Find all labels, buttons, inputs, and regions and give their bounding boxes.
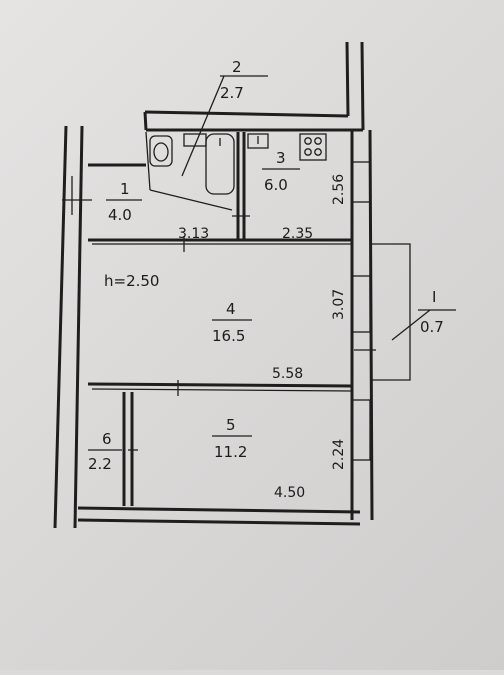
svg-text:1: 1 <box>120 180 130 198</box>
svg-text:2: 2 <box>232 58 242 76</box>
balcony-label: I 0.7 <box>418 288 456 336</box>
ceiling-height-label: h=2.50 <box>104 272 159 290</box>
right-exterior-wall <box>350 129 376 521</box>
dimension-2-56: 2.56 <box>331 174 347 205</box>
bottom-exterior-wall <box>77 506 361 526</box>
room-1-label: 1 4.0 <box>106 180 142 224</box>
room-6-label: 6 2.2 <box>88 430 122 473</box>
svg-text:4.0: 4.0 <box>108 206 132 224</box>
svg-text:16.5: 16.5 <box>212 327 245 345</box>
room-4-label: 4 16.5 <box>212 300 252 345</box>
dimension-2-24: 2.24 <box>331 439 347 470</box>
dimension-2-35: 2.35 <box>282 226 313 242</box>
svg-text:3: 3 <box>276 149 286 167</box>
bathroom-fixtures <box>149 133 235 195</box>
dimension-5-58: 5.58 <box>272 366 303 382</box>
balcony-outline <box>370 243 431 381</box>
svg-text:6: 6 <box>102 430 112 448</box>
svg-text:2.7: 2.7 <box>220 84 244 102</box>
room-3-label: 3 6.0 <box>262 149 300 194</box>
room-2-label: 2 2.7 <box>220 58 244 102</box>
room-5-label: 5 11.2 <box>212 416 252 461</box>
room-2-leader-line <box>181 75 225 177</box>
dimension-3-13: 3.13 <box>178 226 209 242</box>
svg-text:11.2: 11.2 <box>214 443 247 461</box>
interior-walls <box>87 131 353 506</box>
svg-text:2.2: 2.2 <box>88 455 112 473</box>
svg-text:0.7: 0.7 <box>420 318 444 336</box>
kitchen-fixtures <box>247 133 327 161</box>
dimension-3-07: 3.07 <box>331 289 347 320</box>
upper-right-wall <box>143 41 365 132</box>
svg-text:4: 4 <box>226 300 236 318</box>
left-exterior-wall <box>53 125 92 529</box>
svg-text:I: I <box>432 288 436 306</box>
svg-text:5: 5 <box>226 416 236 434</box>
svg-text:6.0: 6.0 <box>264 176 288 194</box>
dimension-4-50: 4.50 <box>274 485 305 501</box>
